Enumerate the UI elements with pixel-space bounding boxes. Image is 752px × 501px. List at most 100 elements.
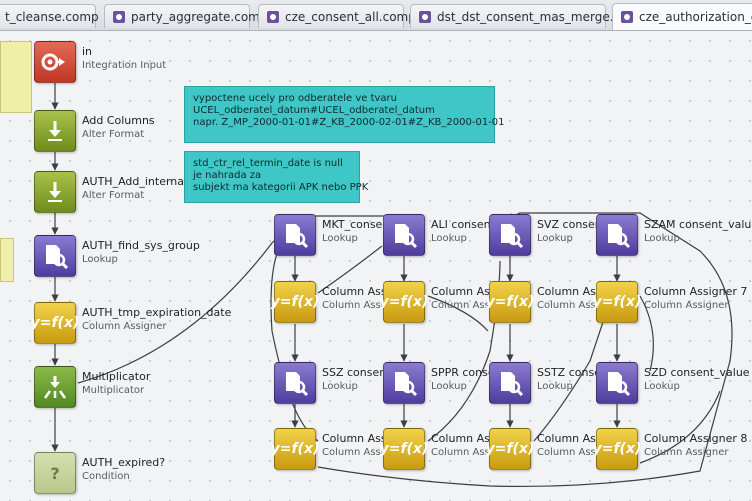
node-title: SSZ consent_ [322,366,397,379]
note-line: napr. Z_MP_2000-01-01#Z_KB_2000-02-01#Z_… [193,117,505,128]
note-line: je nahrada za [193,170,262,181]
node-auth-tmp-expiration-date[interactable]: y=f(x) AUTH_tmp_expiration_date Column A… [31,302,334,350]
tab-label: cze_consent_all.comp [285,9,416,24]
node-add-columns[interactable]: Add Columns Alter Format [34,110,334,158]
node-title: Column Assigner 7 [644,285,748,298]
column-assigner-icon: y=f(x) [380,428,428,470]
node-column-assigner[interactable]: y=f(x) Column Assigr Column Assigr [271,428,401,476]
node-type: Lookup [644,233,680,244]
node-title: Multiplicator [82,370,151,383]
node-type: Alter Format [82,129,145,140]
node-type: Column Assigner [644,300,729,311]
integration-input-icon [34,41,76,83]
tab-cleanse[interactable]: t_cleanse.comp [0,4,99,28]
lookup-icon [274,362,316,404]
assigner-glyph: y=f(x) [270,441,320,457]
node-title: Add Columns [82,114,155,127]
tab-cze-consent-all[interactable]: cze_consent_all.comp [258,4,416,28]
node-in[interactable]: in Integration Input [34,41,334,89]
assigner-glyph: y=f(x) [379,294,429,310]
alter-format-icon [34,110,76,152]
component-file-icon [113,10,125,23]
node-ssz-consent[interactable]: SSZ consent_ Lookup [274,362,396,410]
node-ali-consent[interactable]: ALI consent_v Lookup [383,214,507,262]
lookup-icon [489,214,531,256]
node-auth-expired[interactable]: ? AUTH_expired? Condition [34,452,334,500]
node-type: Condition [82,471,130,482]
component-file-icon [621,11,633,23]
column-assigner-icon: y=f(x) [271,281,319,323]
note-line: vypoctene ucely pro odberatele ve tvaru [193,93,397,104]
node-szd-consent-value[interactable]: SZD consent_value Lookup [596,362,752,410]
node-type: Column Assigner [644,447,729,458]
node-auth-find-sys-group[interactable]: AUTH_find_sys_group Lookup [34,235,334,283]
lookup-icon [596,362,638,404]
column-assigner-icon: y=f(x) [593,428,641,470]
column-assigner-icon: y=f(x) [31,302,79,344]
tab-dst-consent-mas-merge[interactable]: dst_dst_consent_mas_merge.comp [410,4,647,28]
comment-note[interactable]: vypoctene ucely pro odberatele ve tvaru … [184,86,505,143]
tab-party-aggregate[interactable]: party_aggregate.comp [104,4,267,28]
lookup-icon [596,214,638,256]
note-line: subjekt ma kategorii APK nebo PPK [193,182,369,193]
node-type: Lookup [431,381,467,392]
node-type: Lookup [322,381,358,392]
node-type: Column Assigr [322,447,394,458]
note-line: UCEL_odberatel_datum#UCEL_odberatel_datu… [193,105,435,116]
node-type: Column Assigr [431,300,503,311]
editor-tab-bar: t_cleanse.comp party_aggregate.comp cze_… [0,0,752,31]
node-szam-consent-value[interactable]: SZAM consent_value Lookup [596,214,752,262]
node-title: SZAM consent_value [644,218,752,231]
assigner-glyph: y=f(x) [270,294,320,310]
node-column-assigner[interactable]: y=f(x) Column Assigr Column Assigr [486,281,616,329]
column-assigner-icon: y=f(x) [380,281,428,323]
node-type: Integration Input [82,60,167,71]
component-file-icon [419,10,431,23]
lookup-icon [34,235,76,277]
column-assigner-icon: y=f(x) [271,428,319,470]
node-type: Column Assigr [322,300,394,311]
assigner-glyph: y=f(x) [379,441,429,457]
connection-links [51,83,733,488]
node-title: MKT_consent_ [322,218,400,231]
node-type: Multiplicator [82,385,145,396]
node-mkt-consent[interactable]: MKT_consent_ Lookup [274,214,399,262]
tab-label: t_cleanse.comp [5,9,99,24]
node-column-assigner[interactable]: y=f(x) Column Assigr Column Assigr [380,281,510,329]
tab-cze-authorization-cleanse[interactable]: cze_authorization_cleanse [612,3,752,30]
lookup-icon [489,362,531,404]
node-svz-consent[interactable]: SVZ consent_ Lookup [489,214,612,262]
condition-icon: ? [34,452,76,494]
node-column-assigner[interactable]: y=f(x) Column Assigr Column Assigr [380,428,510,476]
node-multiplicator[interactable]: Multiplicator Multiplicator [34,366,334,414]
column-assigner-icon: y=f(x) [486,281,534,323]
node-type: Lookup [537,381,573,392]
node-title: SSTZ consent [537,366,613,379]
node-type: Lookup [82,254,118,265]
node-title: ALI consent_v [431,218,507,231]
node-title: SPPR consent [431,366,506,379]
node-type: Alter Format [82,190,145,201]
design-canvas[interactable]: in Integration Input Add Columns Alter F… [0,31,752,501]
node-column-assigner-7[interactable]: y=f(x) Column Assigner 7 Column Assigner [593,281,752,329]
node-title: AUTH_tmp_expiration_date [82,306,232,319]
lookup-icon [383,362,425,404]
lookup-icon [274,214,316,256]
node-title: AUTH_expired? [82,456,166,469]
node-title: Column Assigr [322,432,402,445]
node-type: Lookup [537,233,573,244]
column-assigner-icon: y=f(x) [593,281,641,323]
node-type: Column Assigr [431,447,503,458]
node-column-assigner-8[interactable]: y=f(x) Column Assigner 8 Column Assigner [593,428,752,476]
node-column-assigner[interactable]: y=f(x) Column Assigr Column Assigr [271,281,401,329]
node-title: Column Assigr [322,285,402,298]
tab-label: party_aggregate.comp [131,9,268,24]
node-column-assigner[interactable]: y=f(x) Column Assigr Column Assigr [486,428,616,476]
assigner-glyph: y=f(x) [592,441,642,457]
node-type: Lookup [322,233,358,244]
tab-label: dst_dst_consent_mas_merge.comp [437,9,647,24]
node-sstz-consent[interactable]: SSTZ consent Lookup [489,362,612,410]
tab-label: cze_authorization_cleanse [639,10,752,24]
comment-note[interactable]: std_ctr_rel_termin_date is null je nahra… [184,151,369,203]
node-sppr-consent[interactable]: SPPR consent Lookup [383,362,506,410]
